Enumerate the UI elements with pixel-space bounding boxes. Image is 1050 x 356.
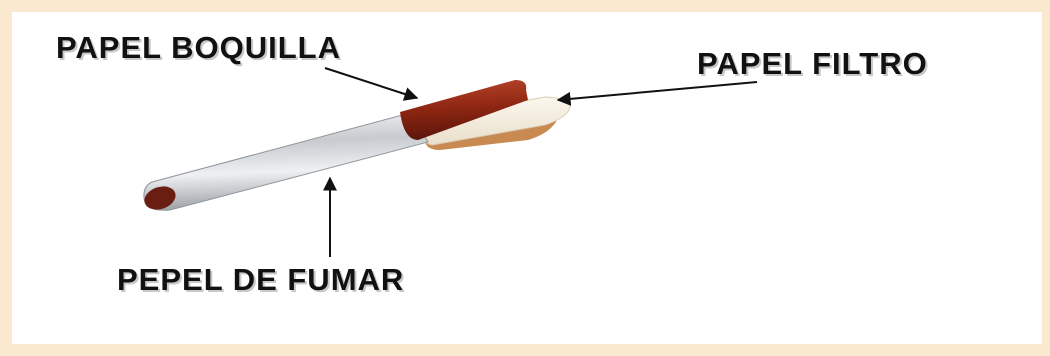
tipping-band [400, 80, 528, 140]
annotation-arrows [323, 67, 758, 257]
tobacco-end [144, 186, 176, 210]
cigarette-paper-label: PEPEL DE FUMAR [117, 262, 405, 297]
tipping-paper-label: PAPEL BOQUILLA [56, 30, 341, 65]
filter-paper-label: PAPEL FILTRO [697, 46, 928, 81]
arrow-icon [324, 67, 419, 101]
paper-tube [143, 112, 429, 211]
cigarette-illustration [143, 80, 571, 211]
arrow-icon [556, 81, 758, 106]
